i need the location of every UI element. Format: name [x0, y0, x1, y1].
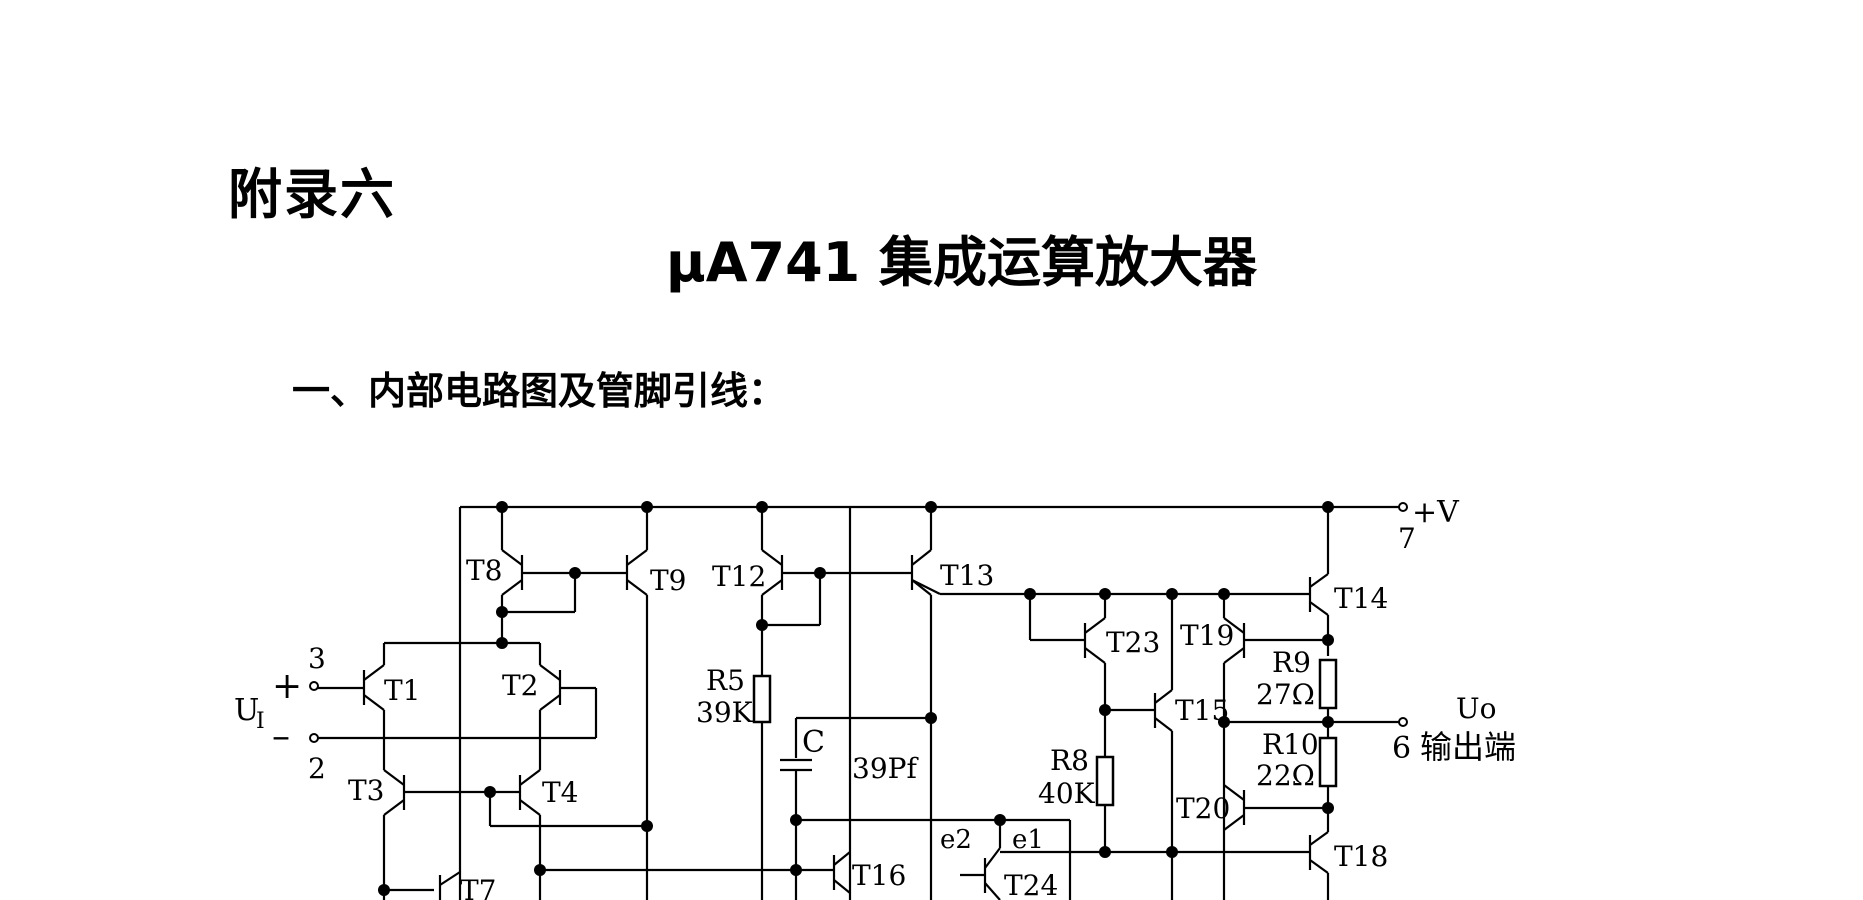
label-e2: e2 [940, 825, 972, 855]
label-c: C [802, 725, 825, 760]
output-text: 输出端 [1420, 728, 1516, 766]
label-t1: T1 [384, 674, 421, 707]
resistor-r8 [1095, 755, 1115, 852]
capacitor-c [780, 758, 812, 900]
resistor-r5 [752, 674, 772, 900]
transistor-t15 [1153, 594, 1174, 900]
label-t4: T4 [542, 776, 579, 809]
transistor-t2 [538, 643, 596, 770]
transistor-t20 [1223, 784, 1328, 831]
label-t16: T16 [852, 859, 906, 892]
transistor-t14 [1308, 507, 1330, 656]
output-label: Uo [1456, 692, 1496, 725]
transistor-t8 [500, 507, 575, 612]
section-heading: 一、内部电路图及管脚引线： [292, 369, 787, 413]
input-label: U [234, 693, 259, 728]
transistor-t24 [960, 820, 1002, 900]
label-r10: R10 [1262, 728, 1319, 761]
pin-6-label: 6 [1392, 731, 1411, 766]
label-t19: T19 [1180, 619, 1234, 652]
label-t20: T20 [1176, 792, 1230, 825]
transistor-t19 [1222, 594, 1328, 900]
value-r10: 22Ω [1256, 759, 1315, 792]
supply-label: +V [1412, 495, 1460, 530]
value-r9: 27Ω [1256, 678, 1315, 711]
label-t14: T14 [1334, 582, 1388, 615]
pin-3-label: 3 [308, 642, 326, 675]
transistor-t23 [1083, 594, 1107, 757]
label-r5: R5 [706, 664, 745, 697]
transistor-t16 [796, 851, 851, 894]
input-minus-sign: – [272, 716, 290, 757]
transistor-t9 [625, 507, 649, 900]
value-r8: 40K [1038, 777, 1096, 810]
pin-2-label: 2 [308, 752, 326, 785]
label-t7: T7 [460, 874, 497, 900]
label-e1: e1 [1012, 825, 1044, 855]
pin-7-label: 7 [1398, 522, 1416, 555]
label-t3: T3 [348, 774, 385, 807]
transistor-t18 [1308, 808, 1330, 900]
transistor-t1 [318, 643, 386, 770]
label-t8: T8 [466, 554, 503, 587]
label-t13: T13 [940, 559, 994, 592]
resistor-r10 [1318, 736, 1338, 810]
page-title: μA741 集成运算放大器 [665, 231, 1258, 294]
label-t23: T23 [1106, 626, 1160, 659]
resistor-r9 [1318, 658, 1338, 736]
value-c: 39Pf [852, 752, 919, 785]
label-t9: T9 [650, 564, 687, 597]
label-r9: R9 [1272, 646, 1311, 679]
transistor-t7 [438, 871, 461, 900]
label-t24: T24 [1004, 869, 1058, 900]
label-t18: T18 [1334, 840, 1388, 873]
input-label-sub: I [256, 709, 265, 734]
value-r5: 39K [696, 696, 754, 729]
label-t2: T2 [502, 669, 539, 702]
appendix-label: 附录六 [228, 163, 396, 226]
transistor-t13 [910, 507, 1030, 900]
label-r8: R8 [1050, 744, 1089, 777]
transistor-t4 [518, 769, 542, 900]
input-plus-sign: + [272, 666, 302, 707]
transistor-t3 [382, 769, 520, 900]
label-t12: T12 [712, 560, 766, 593]
transistor-t12 [760, 507, 912, 625]
